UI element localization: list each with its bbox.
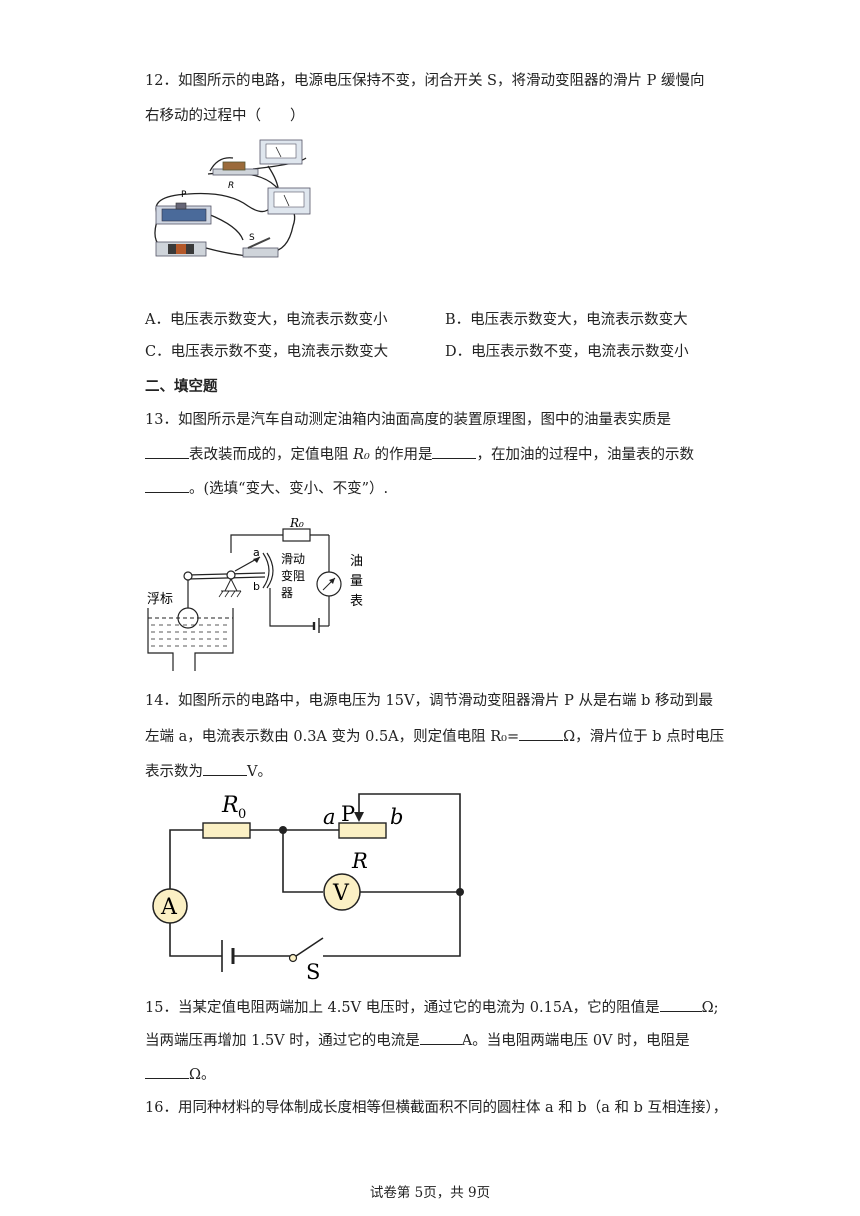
q13-line2-text2: 的作用是 (369, 447, 433, 463)
q15-line3: Ω。 (145, 1064, 216, 1085)
q14-line2: 左端 a，电流表示数由 0.3A 变为 0.5A，则定值电阻 R₀= Ω，滑片位于… (145, 726, 724, 747)
q12-label-r: R (228, 181, 234, 191)
q15-line2-text2: A。当电阻两端电压 0V 时，电阻是 (461, 1033, 690, 1049)
q13-rheostat-line3: 器 (281, 586, 293, 600)
q13-line3-text: 。(选填“变大、变小、不变”）. (189, 481, 389, 497)
q14-label-v: V (332, 881, 350, 906)
q13-label-a: a (253, 546, 260, 559)
q13-label-b: b (253, 580, 260, 593)
q15-line3-text: Ω。 (189, 1067, 216, 1083)
q15-line1-text1: 15．当某定值电阻两端加上 4.5V 电压时，通过它的电流为 0.15A，它的阻… (145, 1000, 660, 1016)
section-title: 二、填空题 (145, 378, 218, 395)
q13-oil-gauge-figure: R₀ a b 滑动 变阻 器 油 量 表 浮标 (147, 516, 363, 671)
q13-label-r0: R₀ (289, 516, 304, 530)
page-footer: 试卷第 5页，共 9页 (369, 1185, 491, 1201)
q12-label-s: S (249, 233, 255, 243)
q12-line1: 12．如图所示的电路，电源电压保持不变，闭合开关 S，将滑动变阻器的滑片 P 缓… (145, 73, 705, 89)
q13-line2: 表改装而成的，定值电阻 R₀ 的作用是 ，在加油的过程中，油量表的示数 (145, 444, 694, 465)
q14-line3: 表示数为 V。 (145, 761, 272, 782)
q15-line1-text2: Ω; (701, 1000, 719, 1016)
q15-line2-text1: 当两端压再增加 1.5V 时，通过它的电流是 (145, 1033, 420, 1049)
q15-blank-3[interactable] (145, 1064, 189, 1079)
q14-label-p: P (341, 802, 355, 826)
q14-label-r0: R (221, 793, 239, 818)
q14-line1: 14．如图所示的电路中，电源电压为 15V，调节滑动变阻器滑片 P 从是右端 b… (145, 693, 713, 709)
q14-blank-1[interactable] (519, 726, 564, 741)
q14-line3-text1: 表示数为 (145, 764, 203, 780)
q15-blank-1[interactable] (659, 997, 702, 1012)
q13-line3: 。(选填“变大、变小、不变”）. (145, 478, 388, 499)
q12-option-d[interactable]: D．电压表示数不变，电流表示数变小 (445, 344, 689, 360)
q12-option-c[interactable]: C．电压表示数不变，电流表示数变大 (145, 344, 389, 360)
q14-circuit-figure: R 0 a R P b V A S (152, 793, 464, 984)
q14-blank-2[interactable] (203, 761, 247, 776)
q14-label-r0-sub: 0 (238, 807, 246, 822)
q12-line2: 右移动的过程中（ ） (145, 108, 305, 124)
q12-option-b[interactable]: B．电压表示数变大，电流表示数变大 (445, 312, 688, 328)
q14-label-a: a (323, 805, 336, 829)
q13-meter-line1: 油 (350, 554, 363, 569)
q13-rheostat-line1: 滑动 (281, 552, 305, 566)
q12-label-p: P (181, 190, 187, 200)
q12-option-a[interactable]: A．电压表示数变大，电流表示数变小 (145, 312, 388, 328)
q14-label-r: R (351, 849, 368, 873)
q13-meter-line2: 量 (350, 574, 363, 589)
q13-label-float: 浮标 (147, 592, 173, 607)
q13-line1: 13．如图所示是汽车自动测定油箱内油面高度的装置原理图，图中的油量表实质是 (145, 412, 671, 428)
q15-line1: 15．当某定值电阻两端加上 4.5V 电压时，通过它的电流为 0.15A，它的阻… (145, 997, 719, 1018)
q14-line3-text2: V。 (247, 764, 272, 780)
q13-r0: R₀ (353, 447, 370, 463)
q16-line1: 16．用同种材料的导体制成长度相等但横截面积不同的圆柱体 a 和 b（a 和 b… (145, 1100, 728, 1116)
q13-blank-2[interactable] (432, 444, 477, 459)
q15-line2: 当两端压再增加 1.5V 时，通过它的电流是 A。当电阻两端电压 0V 时，电阻是 (145, 1030, 690, 1051)
q14-label-s: S (306, 960, 320, 984)
q13-line2-text1: 表改装而成的，定值电阻 (189, 447, 354, 463)
q13-blank-3[interactable] (145, 478, 189, 493)
q12-circuit-figure: R P S (154, 139, 311, 258)
q15-blank-2[interactable] (419, 1030, 462, 1045)
q13-meter-line3: 表 (350, 594, 363, 609)
q14-label-b: b (390, 805, 403, 829)
q13-rheostat-line2: 变阻 (281, 568, 305, 583)
q14-label-ammeter: A (160, 895, 178, 920)
q13-blank-1[interactable] (145, 444, 189, 459)
q14-line2-text2: Ω，滑片位于 b 点时电压 (563, 729, 725, 745)
q13-line2-text3: ，在加油的过程中，油量表的示数 (476, 447, 694, 463)
q14-line2-text1: 左端 a，电流表示数由 0.3A 变为 0.5A，则定值电阻 R₀= (145, 729, 520, 745)
